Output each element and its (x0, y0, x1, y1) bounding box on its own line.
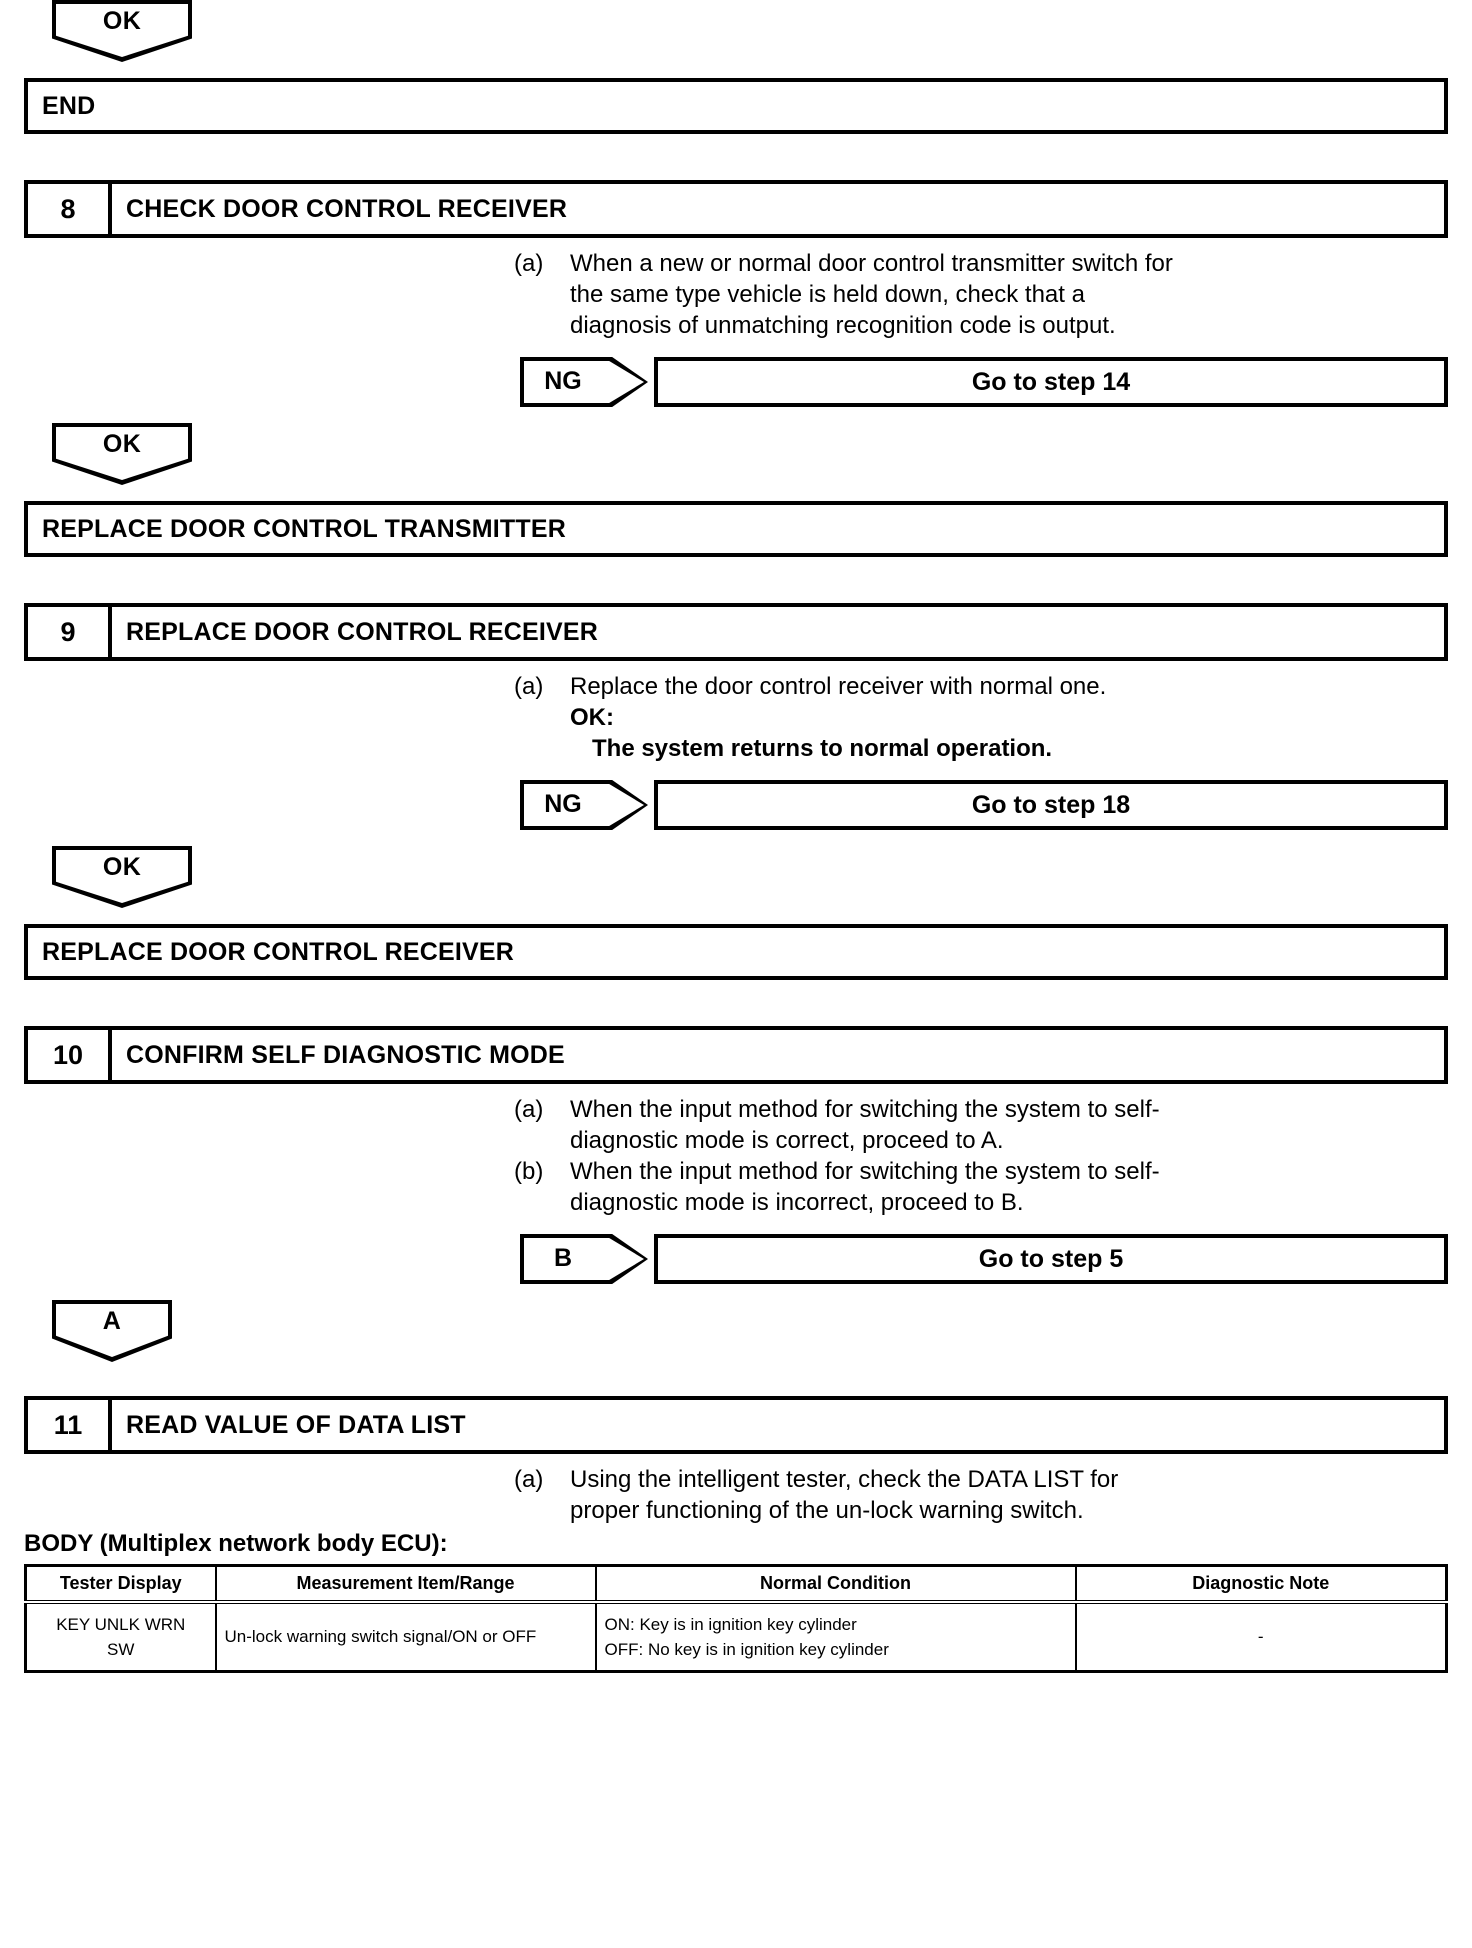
connector-label: OK (102, 7, 142, 35)
step-10-procedure: (a) When the input method for switching … (24, 1084, 1448, 1218)
item-marker: (b) (514, 1158, 544, 1185)
item-line: diagnosis of unmatching recognition code… (570, 312, 1116, 339)
step-header-10: 10 CONFIRM SELF DIAGNOSTIC MODE (24, 1026, 1448, 1084)
condition-off: OFF: No key is in ignition key cylinder (604, 1640, 889, 1659)
item-line: diagnostic mode is correct, proceed to A… (570, 1127, 1004, 1154)
branch-tag-label: NG (544, 790, 582, 818)
step-9-procedure: (a) Replace the door control receiver wi… (24, 661, 1448, 764)
result-label: END (42, 91, 96, 120)
item-line: When the input method for switching the … (570, 1158, 1160, 1185)
item-body: Using the intelligent tester, check the … (570, 1464, 1448, 1526)
item-body: Replace the door control receiver with n… (570, 671, 1448, 764)
branch-destination[interactable]: Go to step 14 (654, 357, 1448, 407)
connector-ok-after-step9: OK (52, 846, 192, 908)
connector-label: OK (102, 430, 142, 458)
step-10-branch: B Go to step 5 (24, 1234, 1448, 1284)
item-body: When the input method for switching the … (570, 1156, 1448, 1218)
cell-tester-display: KEY UNLK WRN SW (24, 1601, 217, 1673)
result-bar-replace-transmitter: REPLACE DOOR CONTROL TRANSMITTER (24, 501, 1448, 557)
branch-tag-label: NG (544, 367, 582, 395)
step-header-8: 8 CHECK DOOR CONTROL RECEIVER (24, 180, 1448, 238)
step-title: CHECK DOOR CONTROL RECEIVER (126, 194, 568, 223)
table-row: KEY UNLK WRN SW Un-lock warning switch s… (24, 1601, 1448, 1673)
item-line: When the input method for switching the … (570, 1096, 1160, 1123)
branch-destination-label: Go to step 5 (978, 1244, 1124, 1273)
step-title: REPLACE DOOR CONTROL RECEIVER (126, 617, 599, 646)
cell-diagnostic-note: - (1074, 1601, 1448, 1673)
branch-destination-label: Go to step 14 (971, 367, 1131, 396)
item-marker: (a) (514, 1096, 544, 1123)
branch-tag-b: B (520, 1234, 648, 1284)
result-bar-end: END (24, 78, 1448, 134)
connector-ok-after-step8: OK (52, 423, 192, 485)
item-marker: (a) (514, 673, 544, 700)
step-title: READ VALUE OF DATA LIST (126, 1410, 466, 1439)
item-line: When a new or normal door control transm… (570, 250, 1173, 277)
tester-display-line2: SW (107, 1640, 135, 1659)
procedure-item: (a) When the input method for switching … (514, 1094, 1448, 1156)
branch-tag-ng: NG (520, 357, 648, 407)
condition-on: ON: Key is in ignition key cylinder (604, 1615, 857, 1634)
step-9-branch: NG Go to step 18 (24, 780, 1448, 830)
item-line: The system returns to normal operation. (592, 735, 1053, 762)
datalist-table: Tester Display Measurement Item/Range No… (24, 1564, 1448, 1673)
branch-tag-ng: NG (520, 780, 648, 830)
step-11-procedure: (a) Using the intelligent tester, check … (24, 1454, 1448, 1526)
column-header-tester-display: Tester Display (24, 1564, 217, 1604)
procedure-item: (a) When a new or normal door control tr… (514, 248, 1448, 341)
item-marker: (a) (514, 1466, 544, 1493)
step-number: 8 (28, 184, 112, 234)
item-marker: (a) (514, 250, 544, 277)
connector-label: OK (102, 853, 142, 881)
step-number: 9 (28, 607, 112, 657)
item-line: proper functioning of the un-lock warnin… (570, 1497, 1084, 1524)
column-header-diagnostic-note: Diagnostic Note (1074, 1564, 1448, 1604)
datalist-label: BODY (Multiplex network body ECU): (24, 1530, 448, 1557)
step-header-11: 11 READ VALUE OF DATA LIST (24, 1396, 1448, 1454)
result-label: REPLACE DOOR CONTROL TRANSMITTER (42, 514, 566, 543)
result-label: REPLACE DOOR CONTROL RECEIVER (42, 937, 515, 966)
column-header-measurement: Measurement Item/Range (214, 1564, 597, 1604)
connector-ok-top: OK (52, 0, 192, 62)
branch-destination[interactable]: Go to step 18 (654, 780, 1448, 830)
branch-tag-label: B (553, 1244, 573, 1272)
connector-a-after-step10: A (52, 1300, 172, 1362)
item-line: Using the intelligent tester, check the … (570, 1466, 1119, 1493)
cell-normal-condition: ON: Key is in ignition key cylinder OFF:… (594, 1601, 1077, 1673)
item-body: When a new or normal door control transm… (570, 248, 1448, 341)
item-line: the same type vehicle is held down, chec… (570, 281, 1085, 308)
item-line: OK: (570, 704, 614, 731)
step-number: 11 (28, 1400, 112, 1450)
item-body: When the input method for switching the … (570, 1094, 1448, 1156)
item-line: Replace the door control receiver with n… (570, 673, 1107, 700)
cell-measurement: Un-lock warning switch signal/ON or OFF (214, 1601, 597, 1673)
procedure-item: (a) Using the intelligent tester, check … (514, 1464, 1448, 1526)
tester-display-line1: KEY UNLK WRN (56, 1615, 186, 1634)
table-header-row: Tester Display Measurement Item/Range No… (24, 1564, 1448, 1604)
step-number: 10 (28, 1030, 112, 1080)
step-8-procedure: (a) When a new or normal door control tr… (24, 238, 1448, 341)
item-line: diagnostic mode is incorrect, proceed to… (570, 1189, 1024, 1216)
connector-label: A (102, 1307, 122, 1335)
step-8-branch: NG Go to step 14 (24, 357, 1448, 407)
column-header-normal-condition: Normal Condition (594, 1564, 1077, 1604)
step-header-9: 9 REPLACE DOOR CONTROL RECEIVER (24, 603, 1448, 661)
branch-destination-label: Go to step 18 (971, 790, 1131, 819)
branch-destination[interactable]: Go to step 5 (654, 1234, 1448, 1284)
procedure-item: (b) When the input method for switching … (514, 1156, 1448, 1218)
result-bar-replace-receiver: REPLACE DOOR CONTROL RECEIVER (24, 924, 1448, 980)
procedure-item: (a) Replace the door control receiver wi… (514, 671, 1448, 764)
step-title: CONFIRM SELF DIAGNOSTIC MODE (126, 1040, 565, 1069)
